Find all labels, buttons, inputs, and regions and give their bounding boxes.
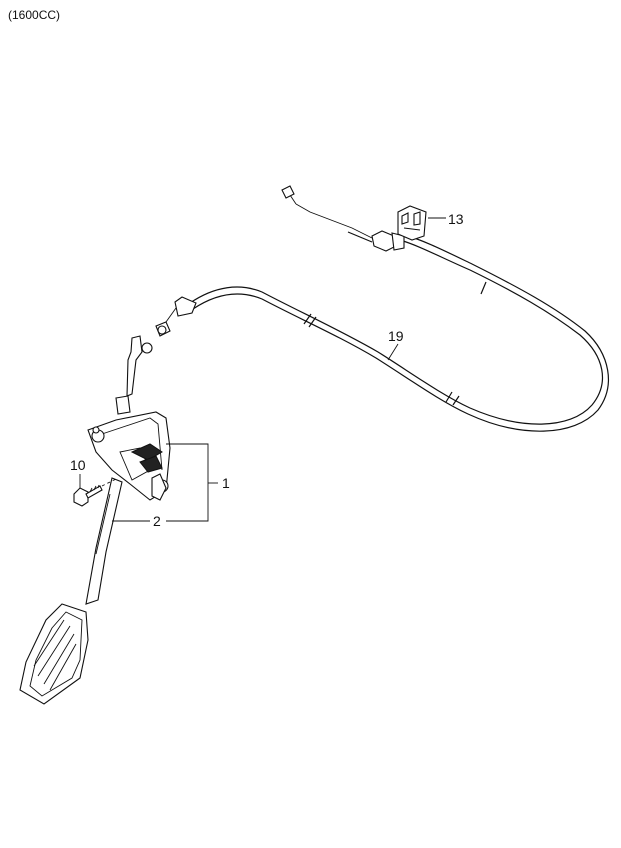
callout-1: 1 xyxy=(222,475,230,491)
engine-variant-label: (1600CC) xyxy=(8,8,60,22)
accelerator-pedal-assembly xyxy=(19,335,171,705)
callout-13: 13 xyxy=(448,211,464,227)
mounting-bolt xyxy=(73,477,119,507)
callout-2: 2 xyxy=(153,513,161,529)
cable-clip-bracket xyxy=(397,205,427,241)
accelerator-cable xyxy=(155,185,609,432)
callout-10: 10 xyxy=(70,457,86,473)
leader-lines xyxy=(79,217,446,522)
callout-19: 19 xyxy=(388,328,404,344)
